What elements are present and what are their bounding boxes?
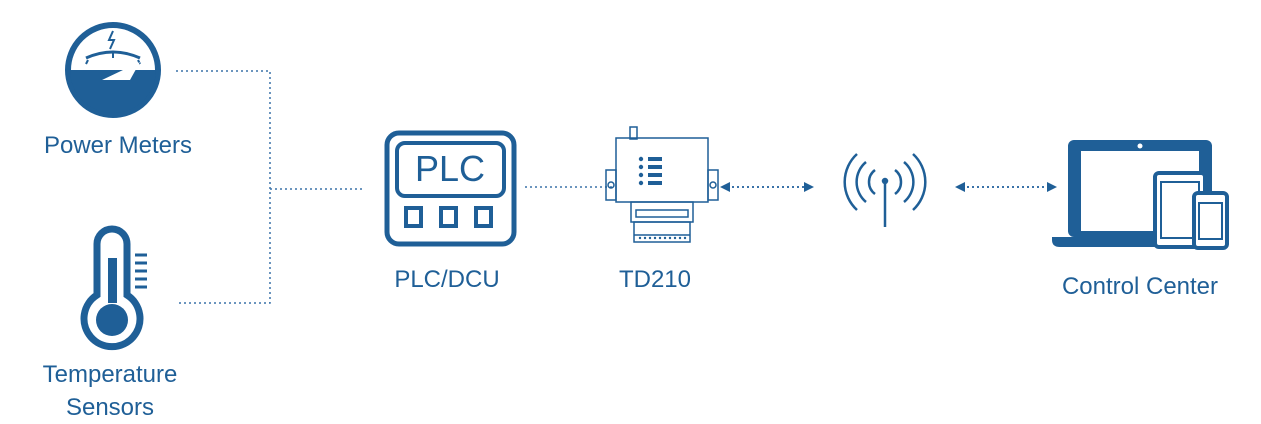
plc-device-icon: PLC	[384, 130, 517, 247]
plc-dcu-label: PLC/DCU	[394, 266, 500, 293]
connectors	[176, 70, 1057, 304]
link-power-meters	[176, 70, 271, 304]
td210-label: TD210	[618, 266, 692, 293]
laptop-tablet-phone-icon	[1052, 140, 1229, 250]
plc-screen-text: PLC	[415, 148, 485, 189]
power-meters-label: Power Meters	[43, 132, 193, 159]
power-meter-gauge-icon	[65, 22, 161, 118]
td210-modem-icon	[605, 126, 719, 243]
temperature-sensors-label-line1: Temperature	[42, 361, 178, 388]
temperature-sensors-label: Temperature Sensors	[10, 358, 210, 424]
thermometer-icon	[80, 225, 147, 351]
control-center-label: Control Center	[1061, 273, 1219, 300]
temperature-sensors-label-line2: Sensors	[65, 394, 155, 421]
wireless-antenna-icon	[843, 153, 927, 227]
